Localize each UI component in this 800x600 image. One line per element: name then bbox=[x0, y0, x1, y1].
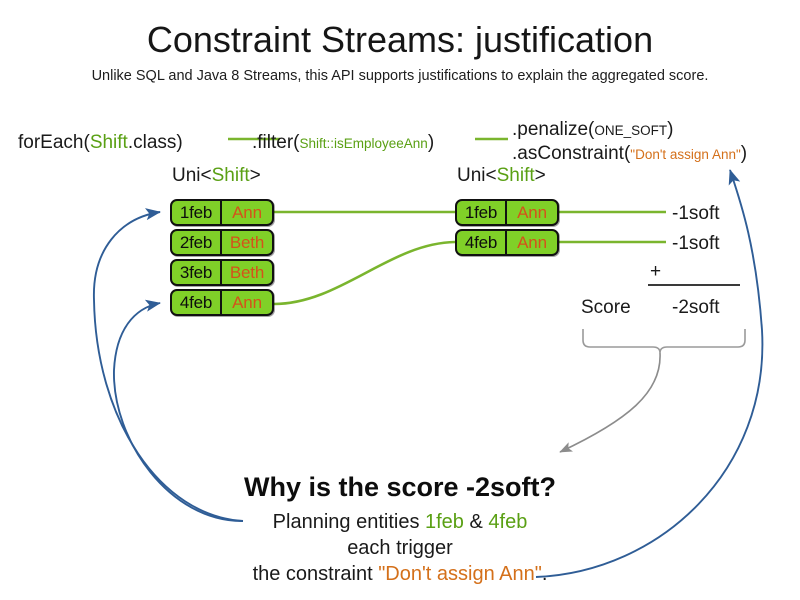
sum-plus-sign: + bbox=[650, 261, 662, 282]
stream-line-4feb bbox=[273, 240, 456, 306]
fact-employee: Beth bbox=[229, 262, 265, 282]
fact-pill[interactable]: 1feb Ann bbox=[455, 199, 559, 226]
uni-left-prefix: Uni< bbox=[172, 165, 212, 186]
fact-employee: Ann bbox=[517, 232, 547, 252]
fact-employee: Ann bbox=[232, 202, 262, 222]
score-label: Score bbox=[581, 297, 631, 318]
filter-suffix: ) bbox=[427, 132, 435, 153]
score-total-value: -2soft bbox=[672, 297, 720, 318]
uni-label-right: Uni<Shift> bbox=[457, 165, 546, 187]
explanation-line-1: Planning entities 1feb & 4feb bbox=[180, 509, 620, 535]
sum-divider-rule bbox=[648, 284, 740, 286]
as-constraint-prefix: .asConstraint( bbox=[512, 143, 631, 164]
uni-right-prefix: Uni< bbox=[457, 165, 497, 186]
impact-value-1: -1soft bbox=[672, 203, 720, 224]
fact-pill[interactable]: 4feb Ann bbox=[170, 289, 274, 316]
explanation-question: Why is the score -2soft? bbox=[243, 472, 557, 502]
for-each-prefix: forEach( bbox=[18, 132, 90, 153]
explanation-constraint-name: "Don't assign Ann" bbox=[378, 563, 542, 585]
score-brace bbox=[582, 329, 746, 354]
fact-list-left: 1feb Ann 2feb Beth 3feb Beth 4feb Ann bbox=[170, 199, 274, 316]
fact-date: 4feb bbox=[457, 231, 507, 254]
penalize-suffix: ) bbox=[667, 119, 674, 140]
code-penalize: .penalize(ONE_SOFT) bbox=[512, 118, 673, 143]
filter-arg: Shift::isEmployeeAnn bbox=[299, 136, 428, 151]
fact-date: 1feb bbox=[457, 201, 507, 224]
explanation-line1-prefix: Planning entities bbox=[272, 511, 425, 533]
impact-value-2: -1soft bbox=[672, 233, 720, 254]
fact-pill[interactable]: 2feb Beth bbox=[170, 229, 274, 256]
fact-pill[interactable]: 4feb Ann bbox=[455, 229, 559, 256]
page-title: Constraint Streams: justification bbox=[146, 19, 654, 60]
explanation-line-3: the constraint "Don't assign Ann". bbox=[180, 561, 620, 587]
uni-left-type: Shift bbox=[211, 165, 250, 186]
code-filter: .filter(Shift::isEmployeeAnn) bbox=[252, 131, 434, 156]
uni-right-suffix: > bbox=[534, 165, 546, 186]
penalize-arg: ONE_SOFT bbox=[594, 123, 668, 138]
filter-prefix: .filter( bbox=[252, 132, 300, 153]
as-constraint-arg: "Don't assign Ann" bbox=[630, 147, 741, 162]
fact-employee: Ann bbox=[517, 202, 547, 222]
fact-date: 3feb bbox=[172, 261, 222, 284]
code-as-constraint: .asConstraint("Don't assign Ann") bbox=[512, 142, 747, 167]
fact-pill[interactable]: 3feb Beth bbox=[170, 259, 274, 286]
brace-to-question-arrow bbox=[559, 352, 661, 453]
explanation-line-2: each trigger bbox=[347, 537, 453, 559]
fact-date: 4feb bbox=[172, 291, 222, 314]
fact-pill[interactable]: 1feb Ann bbox=[170, 199, 274, 226]
fact-employee: Ann bbox=[232, 292, 262, 312]
explanation-line3-prefix: the constraint bbox=[252, 563, 379, 585]
code-for-each: forEach(Shift.class) bbox=[18, 131, 183, 155]
explanation-entity-a: 1feb bbox=[425, 511, 464, 533]
page-subtitle: Unlike SQL and Java 8 Streams, this API … bbox=[91, 68, 709, 84]
as-constraint-suffix: ) bbox=[740, 143, 748, 164]
for-each-suffix: .class) bbox=[127, 132, 183, 153]
for-each-type: Shift bbox=[89, 132, 128, 153]
fact-date: 2feb bbox=[172, 231, 222, 254]
explanation-entity-b: 4feb bbox=[488, 511, 528, 533]
uni-right-type: Shift bbox=[496, 165, 535, 186]
explanation-amp: & bbox=[463, 511, 489, 533]
uni-label-left: Uni<Shift> bbox=[172, 165, 261, 187]
uni-left-suffix: > bbox=[249, 165, 261, 186]
fact-date: 1feb bbox=[172, 201, 222, 224]
penalize-prefix: .penalize( bbox=[512, 119, 595, 140]
fact-employee: Beth bbox=[229, 232, 265, 252]
fact-list-right: 1feb Ann 4feb Ann bbox=[455, 199, 559, 256]
explanation-line3-suffix: . bbox=[541, 563, 548, 585]
